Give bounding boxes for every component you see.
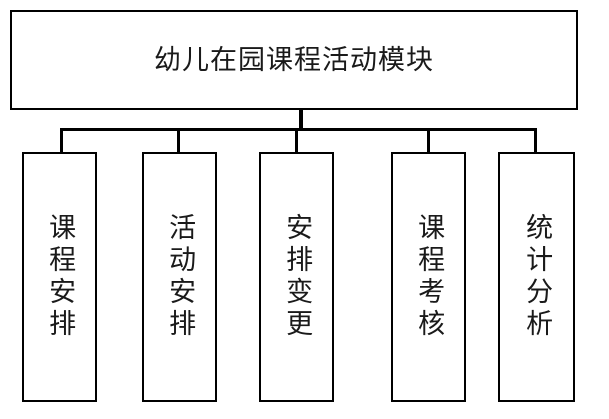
child-node-box-5[interactable]: 统计分析 [498,152,575,402]
child-node-box-1[interactable]: 课程安排 [22,152,97,402]
connector-drop-5 [534,128,537,153]
child-node-label-4: 课程考核 [413,213,445,341]
connector-drop-1 [60,128,63,153]
child-node-box-4[interactable]: 课程考核 [391,152,466,402]
child-node-box-2[interactable]: 活动安排 [142,152,217,402]
root-node-box[interactable]: 幼儿在园课程活动模块 [10,10,578,110]
connector-root-stub [299,110,303,131]
child-node-label-5: 统计分析 [521,213,553,341]
connector-drop-2 [177,128,180,153]
child-node-label-1: 课程安排 [44,213,76,341]
root-node-label: 幼儿在园课程活动模块 [154,44,434,76]
connector-drop-3 [295,128,298,153]
child-node-label-3: 安排变更 [281,213,313,341]
connector-horizontal-bus [62,128,537,131]
child-node-box-3[interactable]: 安排变更 [259,152,334,402]
child-node-label-2: 活动安排 [164,213,196,341]
connector-drop-4 [427,128,430,153]
